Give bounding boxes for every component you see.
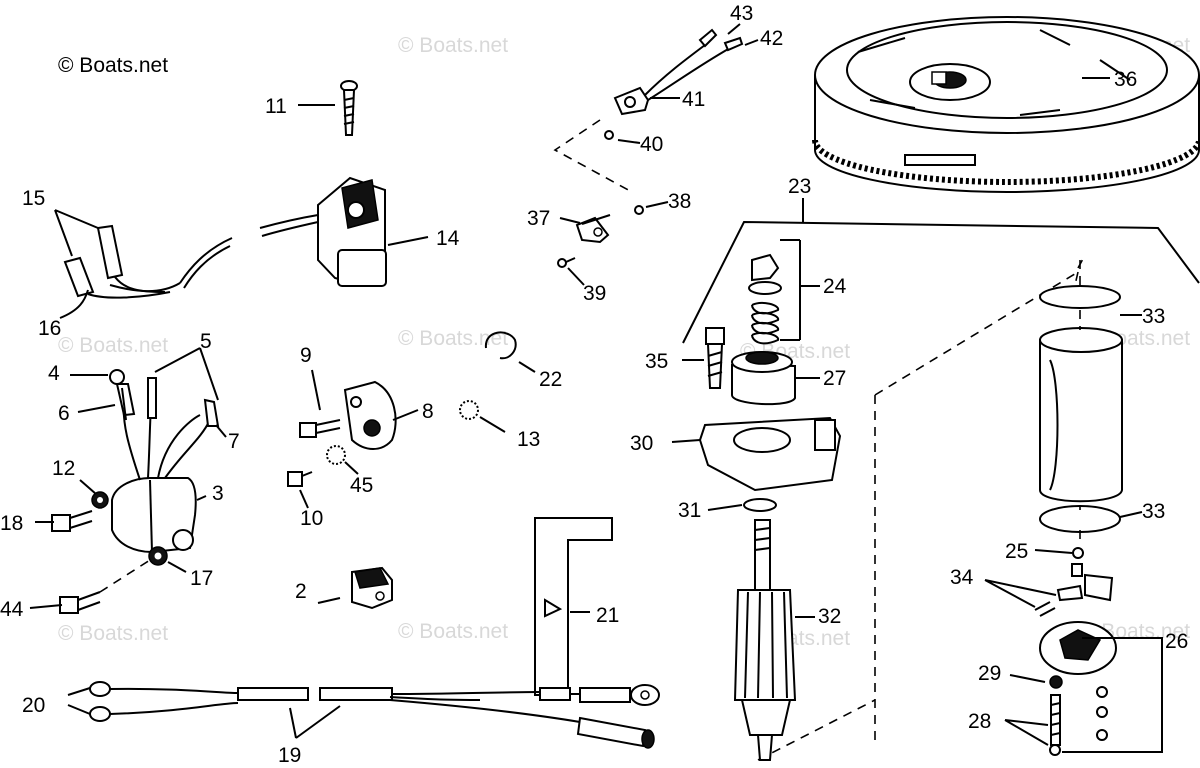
label-36: 36	[1114, 68, 1137, 91]
label-3: 3	[212, 482, 224, 505]
label-18: 18	[0, 512, 23, 535]
label-37: 37	[527, 207, 550, 230]
ignition-coil	[63, 176, 387, 299]
battery-cables	[89, 517, 660, 749]
label-14: 14	[436, 227, 460, 250]
label-39: 39	[583, 282, 606, 305]
label-22: 22	[539, 368, 562, 391]
watermark: © Boats.net	[398, 34, 508, 57]
label-25: 25	[1005, 540, 1028, 563]
label-16: 16	[38, 317, 61, 340]
label-40: 40	[640, 133, 663, 156]
screw-11	[340, 80, 358, 136]
flywheel	[812, 16, 1200, 193]
watermark: © Boats.net	[58, 334, 168, 357]
label-8: 8	[422, 400, 434, 423]
bracket-parts	[287, 331, 517, 487]
label-32: 32	[818, 605, 841, 628]
label-41: 41	[682, 88, 705, 111]
label-13: 13	[517, 428, 540, 451]
label-44: 44	[0, 598, 24, 621]
label-11: 11	[265, 95, 287, 118]
rectifier-assembly	[109, 369, 220, 554]
label-33-bottom: 33	[1142, 500, 1165, 523]
watermark: © Boats.net	[398, 327, 508, 350]
mounting-hardware	[51, 491, 168, 614]
label-26: 26	[1165, 630, 1188, 653]
label-21: 21	[596, 604, 619, 627]
label-42: 42	[760, 27, 783, 50]
label-27: 27	[823, 367, 846, 390]
starter-motor-group	[682, 220, 1200, 761]
label-20: 20	[22, 694, 45, 717]
label-10: 10	[300, 507, 323, 530]
label-2: 2	[295, 580, 307, 603]
label-45: 45	[350, 474, 373, 497]
clip-2	[351, 566, 393, 610]
leader-lines	[29, 23, 1163, 753]
label-43: 43	[730, 2, 753, 25]
label-24: 24	[823, 275, 847, 298]
label-31: 31	[678, 499, 701, 522]
label-35: 35	[645, 350, 668, 373]
label-38: 38	[668, 190, 691, 213]
label-30: 30	[630, 432, 653, 455]
label-5: 5	[200, 330, 212, 353]
label-15: 15	[22, 187, 45, 210]
label-6: 6	[58, 402, 70, 425]
key-switch-assembly	[553, 28, 744, 268]
label-7: 7	[228, 430, 240, 453]
label-4: 4	[48, 362, 60, 385]
label-29: 29	[978, 662, 1001, 685]
copyright-notice: © Boats.net	[58, 54, 168, 77]
label-23: 23	[788, 175, 811, 198]
label-28: 28	[968, 710, 991, 733]
label-33-top: 33	[1142, 305, 1165, 328]
label-12: 12	[52, 457, 75, 480]
watermark: © Boats.net	[58, 622, 168, 645]
label-9: 9	[300, 344, 312, 367]
label-19: 19	[278, 744, 301, 767]
label-34: 34	[950, 566, 974, 589]
watermark: © Boats.net	[398, 620, 508, 643]
label-17: 17	[190, 567, 213, 590]
